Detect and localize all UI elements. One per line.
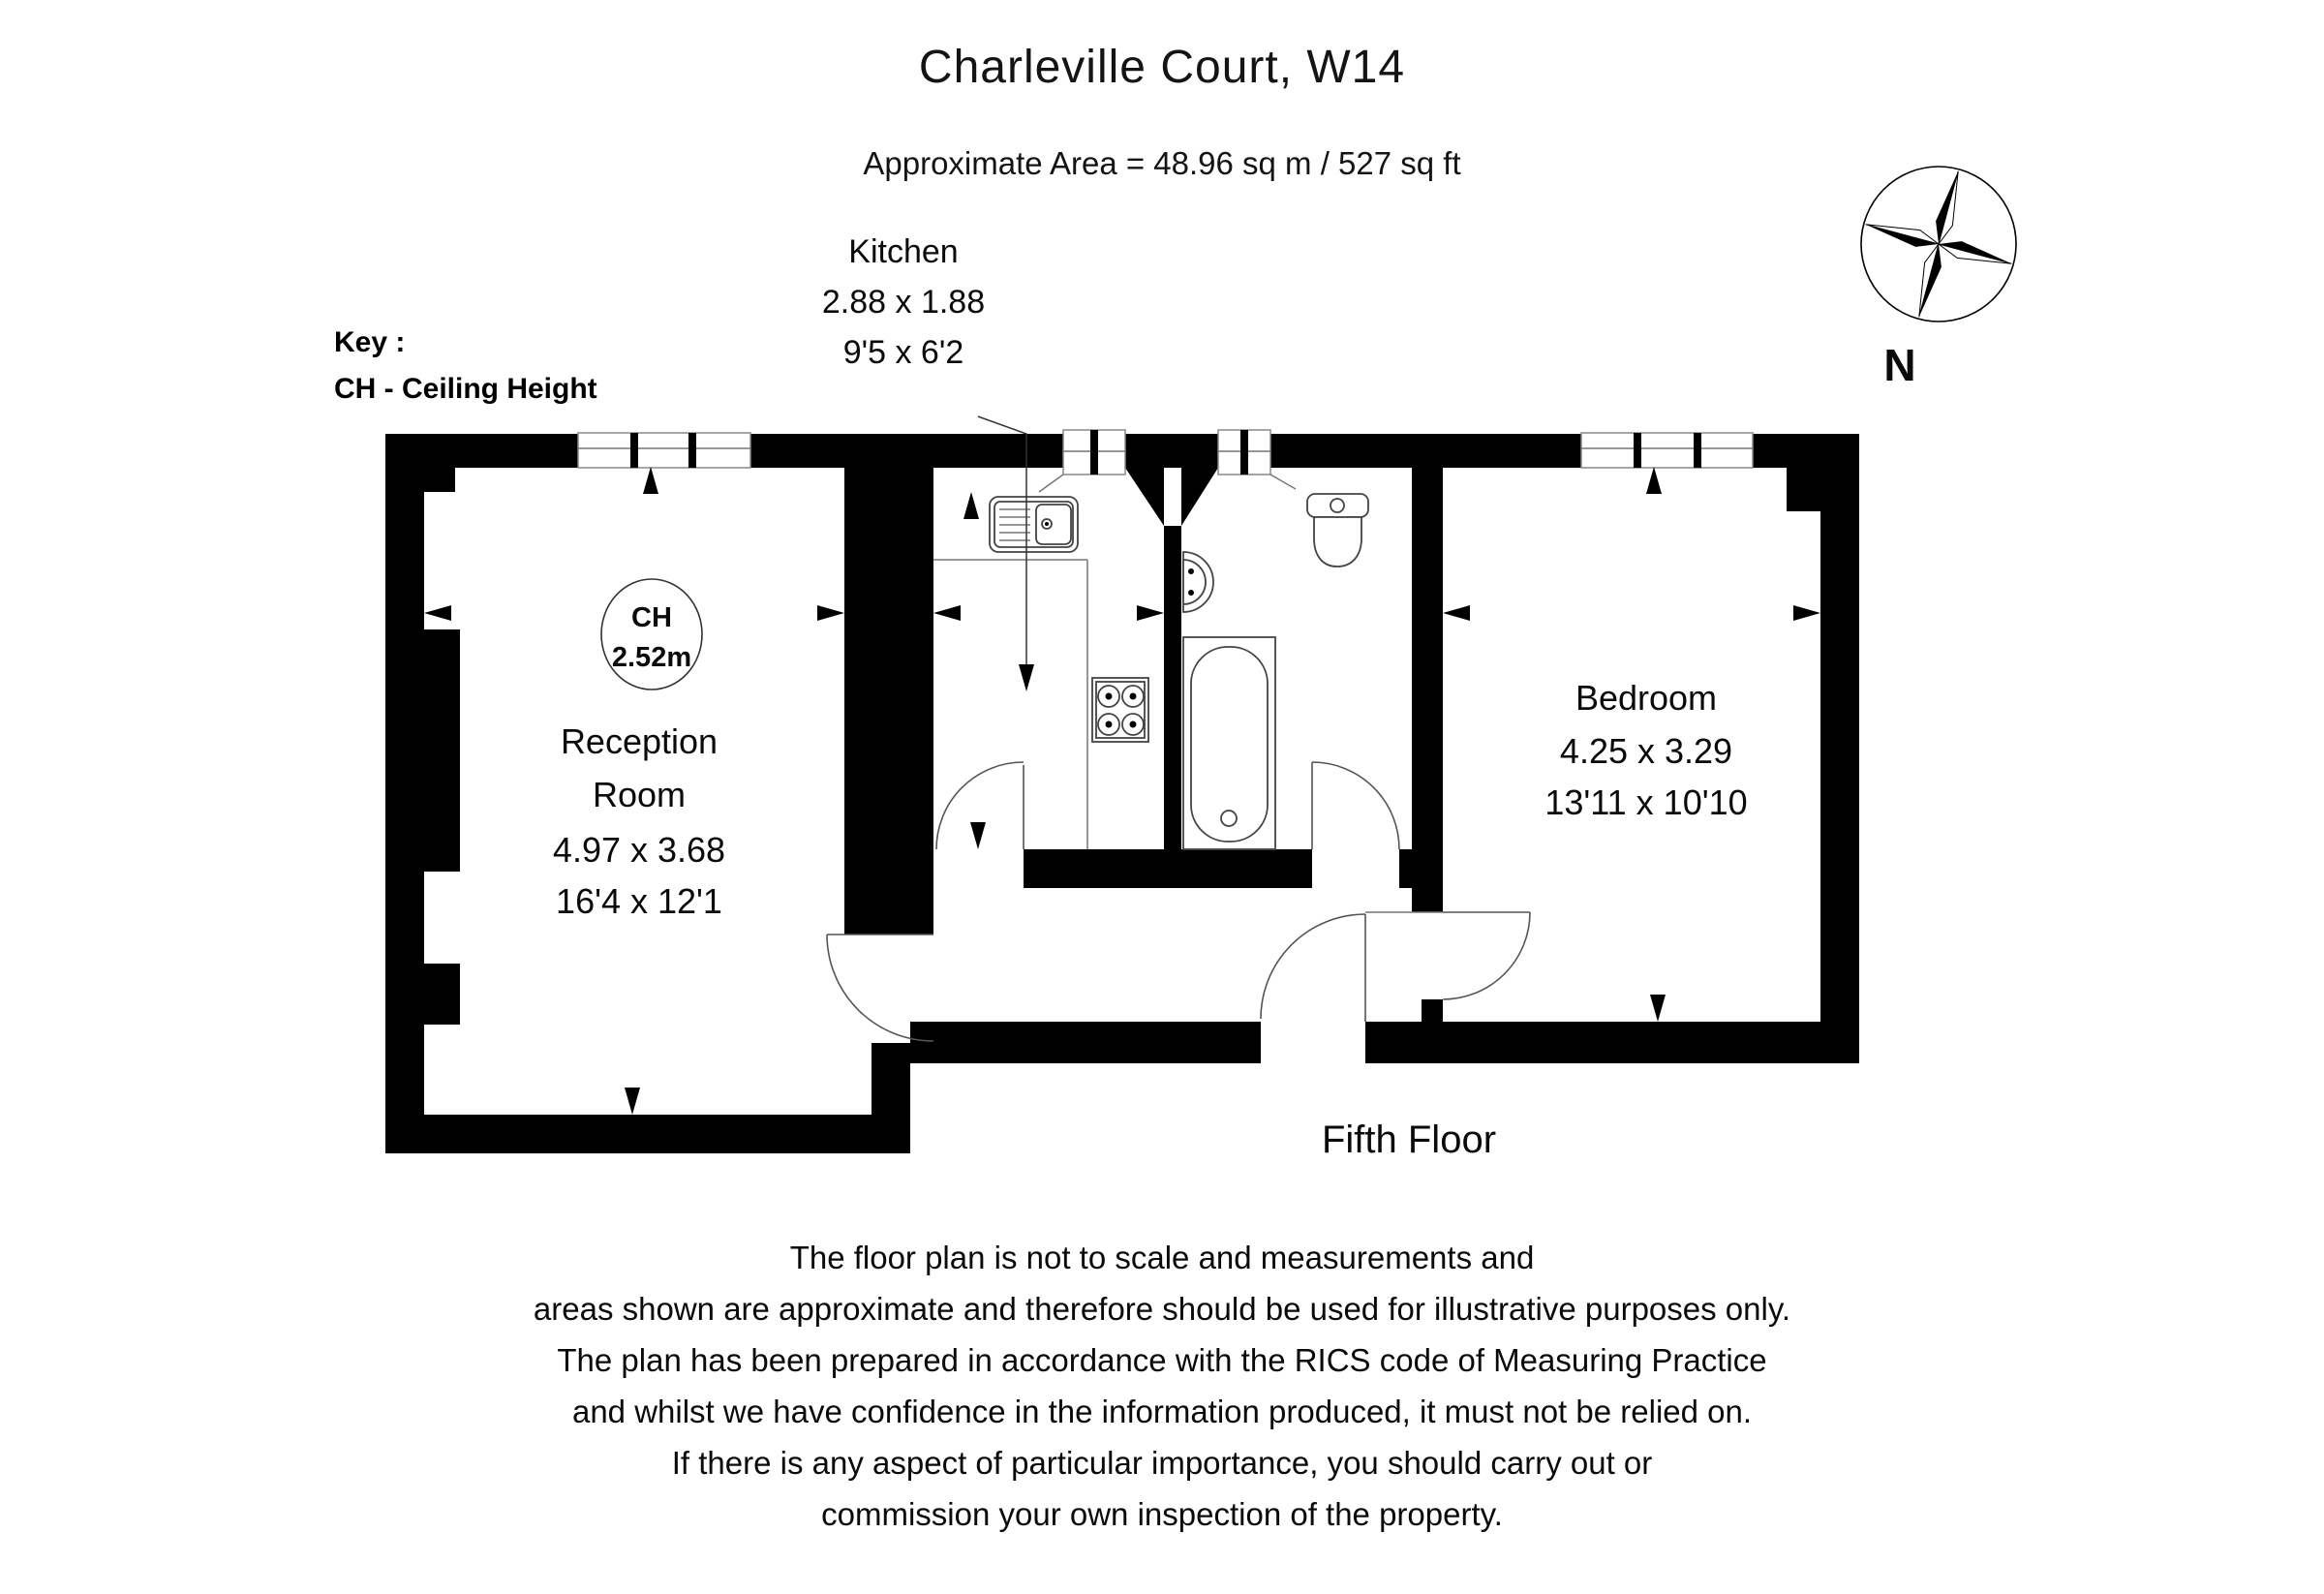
bedroom-name: Bedroom — [1575, 678, 1717, 718]
approximate-area: Approximate Area = 48.96 sq m / 527 sq f… — [863, 145, 1461, 181]
disclaimer-line: The plan has been prepared in accordance… — [557, 1342, 1767, 1378]
reception-window — [577, 432, 751, 469]
disclaimer: The floor plan is not to scale and measu… — [0, 1232, 2324, 1540]
basin-icon — [1182, 551, 1214, 613]
measure-arrow-up — [1646, 467, 1662, 494]
measure-arrow-right — [817, 605, 844, 621]
compass-blade-e-light — [1938, 243, 2012, 264]
measure-arrow-down — [625, 1088, 640, 1115]
kitchen-dims-imperial: 9'5 x 6'2 — [842, 334, 964, 371]
bay-splay-wall — [1181, 468, 1218, 526]
ch-label: CH — [631, 602, 672, 633]
kitchen-fixtures — [933, 496, 1149, 849]
page-title: Charleville Court, W14 — [918, 42, 1406, 93]
measure-arrow-left — [933, 605, 961, 621]
kitchen-window — [1038, 429, 1126, 493]
walls — [385, 434, 1859, 1153]
kitchen-dims-metric: 2.88 x 1.88 — [821, 284, 986, 321]
bathtub-icon — [1182, 636, 1276, 850]
reception-dims-imperial: 16'4 x 12'1 — [556, 881, 722, 921]
chimney-breast — [385, 629, 460, 872]
reception-name-line2: Room — [593, 775, 686, 814]
measure-arrow-down — [970, 822, 986, 849]
kitchen-name: Kitchen — [848, 233, 959, 270]
bathroom-door — [1311, 761, 1400, 850]
compass-blade-s-dark — [1918, 244, 1942, 318]
kitchen-leader-line — [977, 415, 1034, 691]
measure-arrow-down — [1650, 995, 1666, 1022]
measure-arrow-right — [1793, 605, 1820, 621]
hob-icon — [1091, 677, 1149, 743]
toilet-icon — [1306, 493, 1369, 567]
entrance-door — [1260, 911, 1443, 1022]
disclaimer-line: The floor plan is not to scale and measu… — [789, 1240, 1535, 1275]
chimney-breast — [385, 964, 460, 1025]
bay-splay-wall — [1125, 468, 1164, 526]
disclaimer-line: and whilst we have confidence in the inf… — [571, 1394, 1753, 1429]
compass-icon: N — [1860, 166, 2017, 390]
compass-blade-n-dark — [1936, 170, 1959, 244]
kitchen-door — [935, 761, 1024, 850]
reception-door — [826, 934, 934, 1042]
bedroom-dims-metric: 4.25 x 3.29 — [1560, 731, 1732, 771]
compass-circle — [1860, 166, 2017, 322]
bedroom-window — [1580, 432, 1754, 469]
floor-label: Fifth Floor — [1322, 1119, 1496, 1161]
measure-arrow-left — [424, 605, 451, 621]
key-legend: Key : CH - Ceiling Height — [334, 320, 597, 413]
key-ceiling-height: CH - Ceiling Height — [334, 373, 597, 405]
measure-arrow-up — [963, 492, 979, 519]
compass-north-label: N — [1883, 340, 1915, 390]
reception-label: Reception Room 4.97 x 3.68 16'4 x 12'1 — [553, 721, 725, 921]
sink-icon — [989, 496, 1079, 553]
kitchen-label: Kitchen 2.88 x 1.88 9'5 x 6'2 — [758, 227, 1049, 378]
compass-blade-w-dark — [1865, 224, 1939, 247]
compass-blade-n-light — [1938, 170, 1959, 245]
compass-blade-e-dark — [1939, 241, 2012, 264]
ceiling-height-badge: CH 2.52m — [600, 578, 703, 690]
measure-arrow-left — [1443, 605, 1470, 621]
bedroom-door — [1442, 911, 1531, 1000]
reception-dims-metric: 4.97 x 3.68 — [553, 830, 725, 870]
measure-arrow-up — [643, 467, 658, 494]
windows — [577, 429, 1754, 493]
bathroom-fixtures — [1182, 493, 1369, 850]
bathroom-window — [1217, 429, 1297, 490]
doors — [826, 761, 1531, 1042]
measurement-arrows — [424, 467, 1820, 1115]
bedroom-dims-imperial: 13'11 x 10'10 — [1544, 782, 1747, 822]
disclaimer-line: If there is any aspect of particular imp… — [671, 1445, 1653, 1481]
measure-arrow-right — [1137, 605, 1164, 621]
disclaimer-line: areas shown are approximate and therefor… — [533, 1291, 1791, 1327]
bedroom-label: Bedroom 4.25 x 3.29 13'11 x 10'10 — [1544, 678, 1747, 822]
reception-name-line1: Reception — [561, 721, 718, 761]
floorplan-drawing: CH 2.52m Reception Room 4.97 x 3.68 16'4… — [385, 415, 1859, 1161]
ch-value: 2.52m — [612, 642, 691, 673]
disclaimer-line: commission your own inspection of the pr… — [821, 1496, 1503, 1532]
key-heading: Key : — [334, 326, 406, 358]
compass-blade-s-light — [1918, 243, 1940, 318]
compass-blade-w-light — [1865, 224, 1940, 245]
leader-arrow-down — [1019, 664, 1034, 691]
